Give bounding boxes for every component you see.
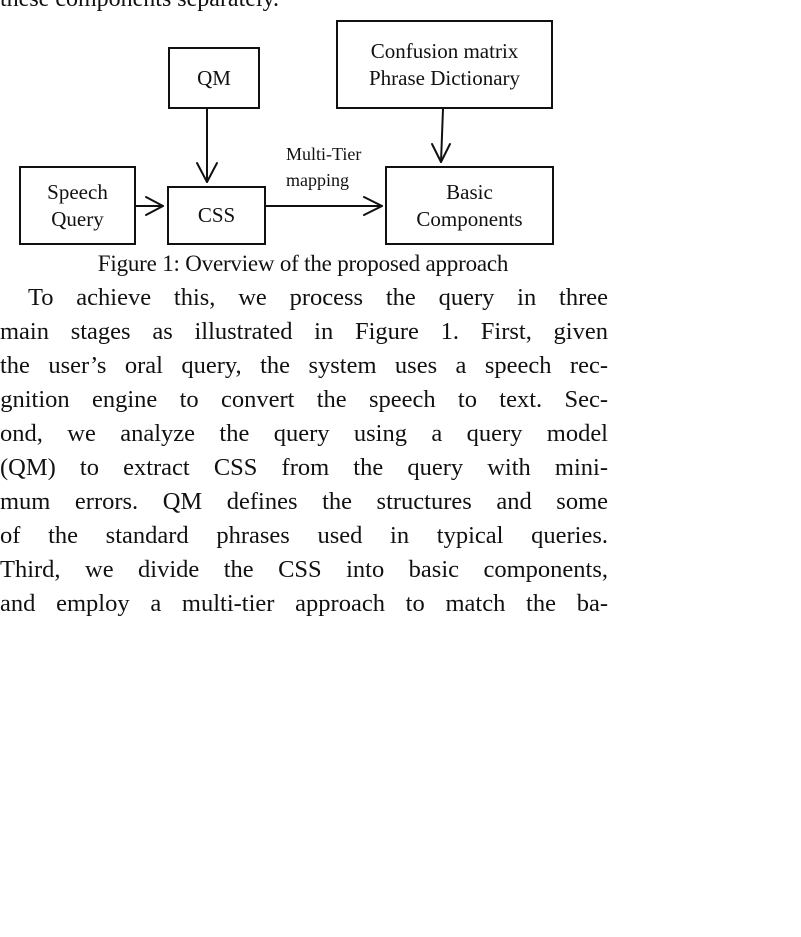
- body-line: ognition engine to convert the speech to…: [0, 386, 608, 413]
- arrowhead-confusion-to-basic: [431, 143, 451, 163]
- body-line: the user’s oral query, the system uses a…: [0, 352, 608, 379]
- node-speech-line-2: Query: [51, 206, 104, 231]
- node-basic-line-1: Basic: [446, 179, 493, 204]
- node-speech-query: Speech Query: [19, 166, 136, 245]
- body-line: mum errors. QM defines the structures an…: [0, 488, 608, 515]
- arrowhead-qm-to-css: [196, 162, 218, 183]
- figure-caption: Figure 1: Overview of the proposed appro…: [97, 251, 509, 276]
- body-line: (QM) to extract CSS from the query with …: [0, 454, 608, 481]
- edge-label-multi-tier: Multi-Tier mapping: [286, 141, 361, 193]
- node-css: CSS: [167, 186, 266, 245]
- body-line: main stages as illustrated in Figure 1. …: [0, 318, 608, 345]
- previous-paragraph-fragment: these components separately.: [0, 0, 620, 12]
- arrowhead-speech-to-css: [145, 196, 164, 216]
- edge-label-line-2: mapping: [286, 170, 349, 190]
- body-paragraph: To achieve this, we process the query in…: [0, 281, 608, 621]
- arrowhead-css-to-basic: [363, 196, 383, 216]
- node-basic-line-2: Components: [416, 206, 523, 231]
- arrow-confusion-to-basic: [440, 108, 444, 163]
- node-speech-line-1: Speech: [47, 179, 108, 204]
- node-confusion-matrix: Confusion matrix Phrase Dictionary: [336, 20, 553, 109]
- figure-1-diagram: QM Confusion matrix Phrase Dictionary Sp…: [0, 0, 801, 260]
- body-line: of the standard phrases used in typical …: [0, 522, 608, 549]
- body-line: To achieve this, we process the query in…: [28, 284, 608, 311]
- edge-label-line-1: Multi-Tier: [286, 144, 362, 164]
- body-line: Third, we divide the CSS into basic comp…: [0, 556, 608, 583]
- node-confusion-line-2: Phrase Dictionary: [368, 65, 521, 90]
- node-css-label: CSS: [197, 203, 236, 227]
- body-line: ond, we analyze the query using a query …: [0, 420, 608, 447]
- body-line: and employ a multi-tier approach to matc…: [0, 590, 608, 617]
- node-qm: QM: [168, 47, 260, 109]
- diagram-arrows: [135, 108, 451, 216]
- node-basic-components: Basic Components: [385, 166, 554, 245]
- node-qm-label: QM: [197, 65, 231, 90]
- node-confusion-line-1: Confusion matrix: [370, 38, 519, 63]
